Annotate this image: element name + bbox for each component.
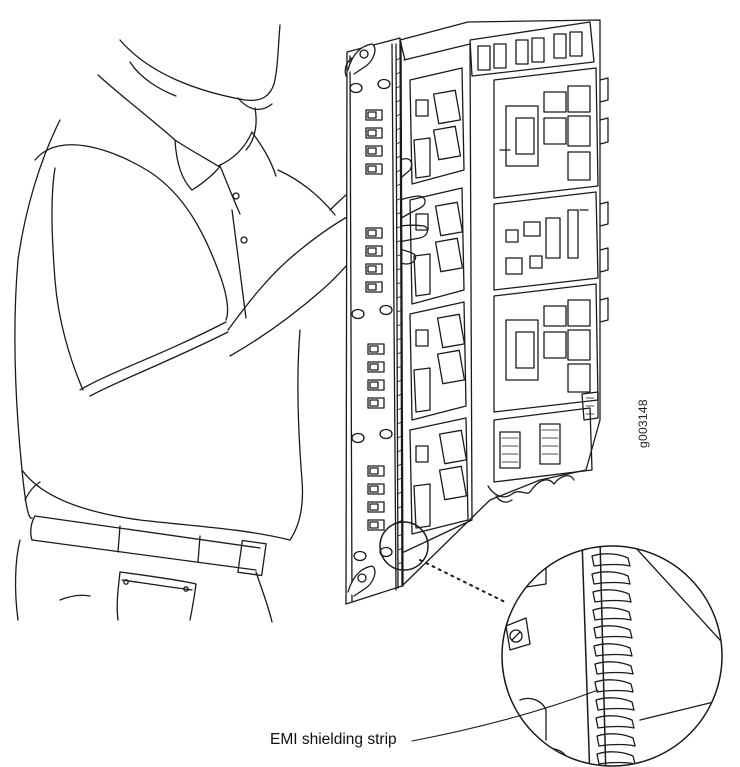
emi-strip-edge xyxy=(395,41,404,589)
person-figure xyxy=(14,24,429,623)
circuit-board xyxy=(399,19,601,587)
port-connectors xyxy=(365,109,385,531)
figure-id-label: g003148 xyxy=(636,399,650,448)
detail-callout xyxy=(379,521,506,603)
magnified-detail xyxy=(411,545,723,767)
emi-shielding-strip-label: EMI shielding strip xyxy=(270,731,397,748)
line-card xyxy=(344,19,609,605)
